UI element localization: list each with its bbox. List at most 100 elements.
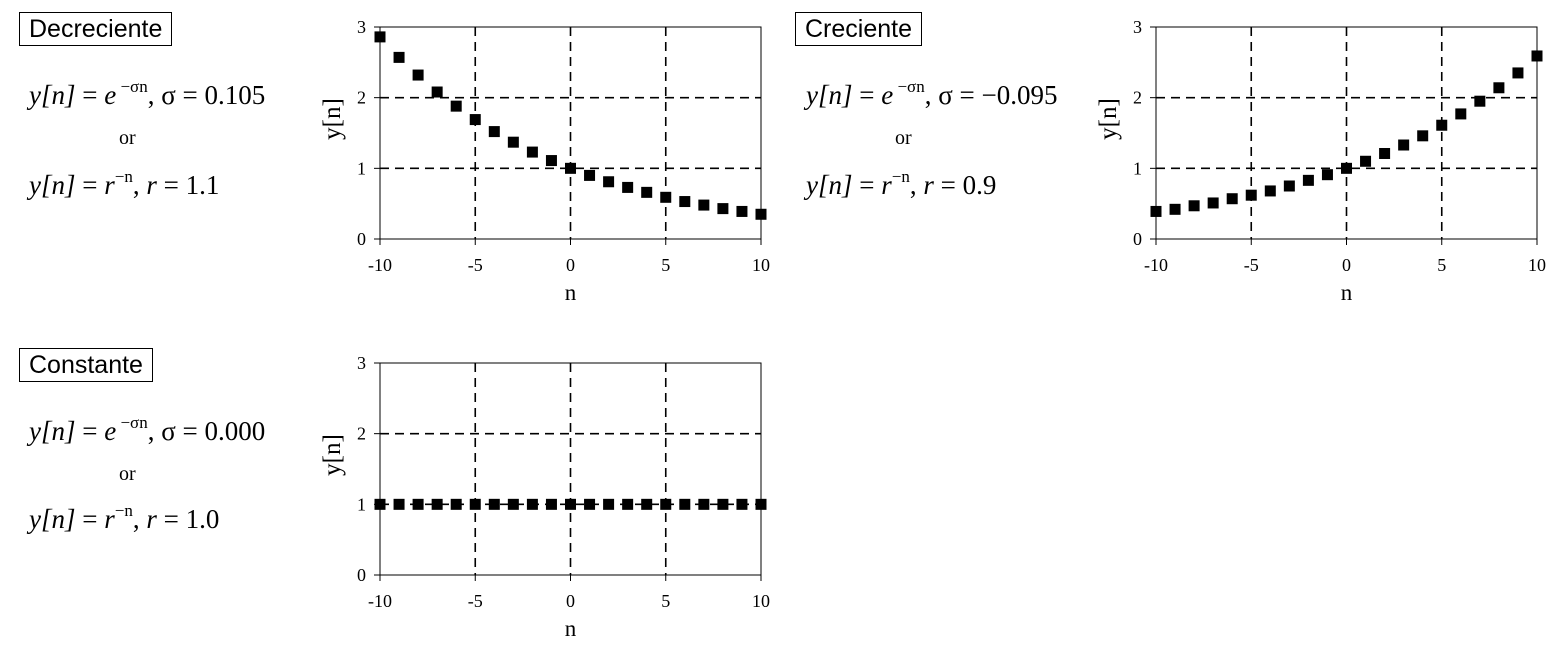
data-point bbox=[698, 199, 710, 211]
data-point bbox=[526, 146, 538, 158]
data-point bbox=[374, 31, 386, 43]
data-point bbox=[1360, 155, 1372, 167]
x-tick-label: -5 bbox=[468, 591, 483, 611]
x-tick-label: 0 bbox=[1342, 255, 1351, 275]
y-tick-label: 3 bbox=[1133, 17, 1142, 37]
data-point bbox=[565, 498, 576, 510]
formula-param: r bbox=[923, 170, 934, 200]
data-point bbox=[1207, 197, 1219, 209]
data-point bbox=[1188, 200, 1200, 212]
y-axis-label: y[n] bbox=[319, 98, 346, 140]
formula-exponent: −n bbox=[114, 501, 133, 520]
formula-equals: = bbox=[75, 80, 105, 110]
formula-value: = 1.1 bbox=[156, 170, 220, 200]
data-point bbox=[755, 208, 767, 220]
y-tick-label: 1 bbox=[357, 494, 366, 514]
y-tick-label: 0 bbox=[357, 229, 366, 249]
data-point bbox=[450, 498, 462, 510]
data-point bbox=[1379, 147, 1391, 159]
formula-base: r bbox=[881, 170, 892, 200]
formula-lhs: y[n] bbox=[29, 416, 76, 446]
data-point bbox=[431, 86, 443, 98]
data-point bbox=[1283, 180, 1295, 192]
data-point bbox=[622, 181, 634, 193]
data-point bbox=[1436, 119, 1448, 131]
y-tick-label: 2 bbox=[357, 88, 366, 108]
formula-equals: = bbox=[75, 416, 105, 446]
data-point bbox=[393, 51, 405, 63]
formula-value: = 0.9 bbox=[933, 170, 997, 200]
data-point bbox=[736, 205, 748, 217]
data-point bbox=[1493, 82, 1505, 94]
data-point bbox=[450, 100, 462, 112]
formula-separator: , bbox=[132, 504, 147, 534]
data-point bbox=[1264, 185, 1276, 197]
y-tick-label: 2 bbox=[1133, 88, 1142, 108]
x-tick-label: -5 bbox=[468, 255, 483, 275]
sigma-formula: y[n] = e −σn, σ = 0.105 bbox=[29, 78, 266, 111]
y-tick-label: 3 bbox=[357, 17, 366, 37]
data-point bbox=[1398, 139, 1410, 151]
formula-exponent: −n bbox=[891, 167, 910, 186]
data-point bbox=[1417, 130, 1429, 142]
formula-lhs: y[n] bbox=[806, 80, 853, 110]
sigma-formula: y[n] = e −σn, σ = −0.095 bbox=[806, 78, 1058, 111]
x-tick-label: 5 bbox=[1437, 255, 1446, 275]
data-point bbox=[660, 498, 672, 510]
data-point bbox=[412, 69, 424, 81]
data-point bbox=[603, 498, 615, 510]
formula-param: σ bbox=[161, 80, 176, 110]
r-formula: y[n] = r−n, r = 1.1 bbox=[29, 167, 220, 201]
data-point bbox=[412, 498, 424, 510]
x-axis-label: n bbox=[565, 280, 577, 305]
x-tick-label: -10 bbox=[368, 255, 392, 275]
data-point bbox=[507, 498, 519, 510]
x-tick-label: 0 bbox=[566, 591, 575, 611]
data-point bbox=[469, 498, 481, 510]
formula-value: = 0.105 bbox=[175, 80, 266, 110]
formula-exponent: −n bbox=[114, 167, 133, 186]
x-tick-label: 10 bbox=[752, 255, 770, 275]
data-point bbox=[1474, 95, 1486, 107]
formula-lhs: y[n] bbox=[29, 170, 76, 200]
data-point bbox=[717, 498, 729, 510]
formula-separator: , bbox=[909, 170, 924, 200]
formula-lhs: y[n] bbox=[29, 504, 76, 534]
data-point bbox=[1321, 169, 1333, 181]
formula-separator: , bbox=[924, 80, 939, 110]
formula-param: σ bbox=[938, 80, 953, 110]
formula-base: r bbox=[104, 504, 115, 534]
formula-lhs: y[n] bbox=[806, 170, 853, 200]
formula-separator: , bbox=[147, 80, 162, 110]
formula-equals: = bbox=[75, 504, 105, 534]
formula-base: e bbox=[104, 416, 117, 446]
data-point bbox=[374, 498, 386, 510]
data-point bbox=[488, 498, 500, 510]
data-point bbox=[584, 169, 596, 181]
data-point bbox=[565, 162, 576, 174]
x-tick-label: -10 bbox=[368, 591, 392, 611]
data-point bbox=[545, 155, 557, 167]
or-text: or bbox=[895, 127, 912, 149]
y-axis-label: y[n] bbox=[319, 434, 346, 476]
panel-label-decreciente: Decreciente bbox=[19, 12, 173, 46]
panel-label-constante: Constante bbox=[19, 348, 153, 382]
data-point bbox=[679, 498, 691, 510]
data-point bbox=[507, 136, 519, 148]
y-tick-label: 1 bbox=[357, 158, 366, 178]
formula-value: = 1.0 bbox=[156, 504, 220, 534]
formula-base: e bbox=[881, 80, 894, 110]
data-point bbox=[641, 186, 653, 198]
formula-base: r bbox=[104, 170, 115, 200]
data-point bbox=[1169, 203, 1181, 215]
panel-label-creciente: Creciente bbox=[795, 12, 922, 46]
data-point bbox=[717, 203, 729, 215]
formula-equals: = bbox=[852, 170, 882, 200]
x-axis-label: n bbox=[565, 616, 577, 641]
data-point bbox=[1150, 205, 1162, 217]
y-tick-label: 2 bbox=[357, 424, 366, 444]
data-point bbox=[1302, 174, 1314, 186]
y-tick-label: 0 bbox=[357, 565, 366, 585]
